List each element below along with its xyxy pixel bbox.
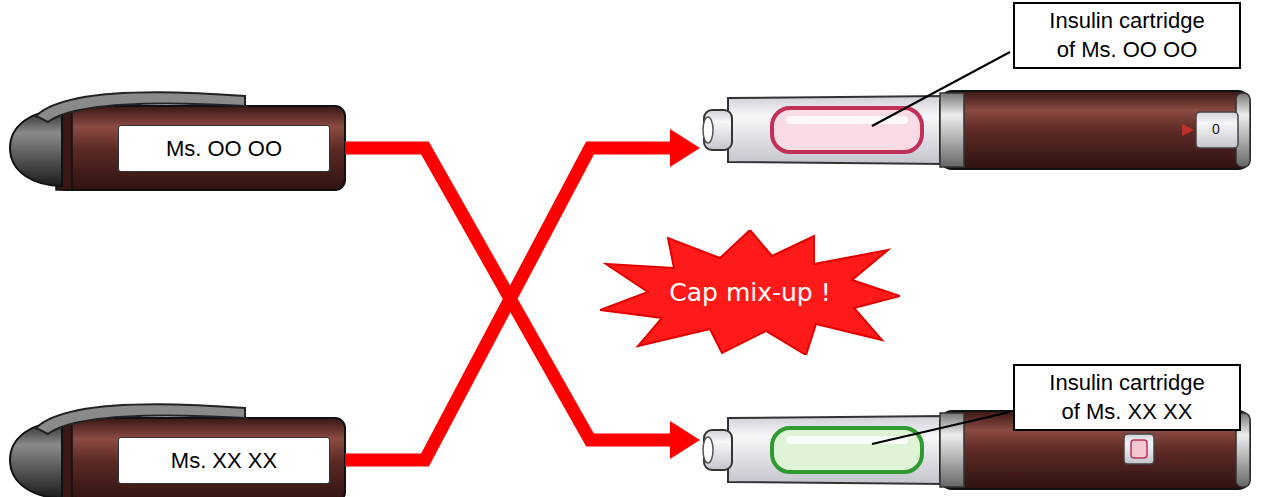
pen-cap bbox=[10, 404, 345, 497]
pen-cap bbox=[10, 92, 345, 190]
name-label: Ms. OO OO bbox=[118, 125, 330, 172]
insulin-pen: Insulin cartridge of Ms. XX XX bbox=[700, 362, 1265, 497]
dose-digit: 0 bbox=[1212, 121, 1220, 137]
insulin-pen bbox=[703, 52, 1250, 169]
name-label: Ms. XX XX bbox=[118, 437, 330, 484]
callout-box: Insulin cartridge of Ms. XX XX bbox=[1013, 364, 1241, 431]
warning-text: Cap mix-up ! bbox=[600, 230, 900, 355]
insulin-pen: Insulin cartridge of Ms. OO OO bbox=[700, 0, 1265, 175]
callout-box: Insulin cartridge of Ms. OO OO bbox=[1013, 2, 1241, 69]
starburst: Cap mix-up ! bbox=[600, 230, 900, 355]
pen-cap: Ms. OO OO bbox=[5, 100, 345, 195]
pen-cap: Ms. XX XX bbox=[5, 412, 345, 497]
